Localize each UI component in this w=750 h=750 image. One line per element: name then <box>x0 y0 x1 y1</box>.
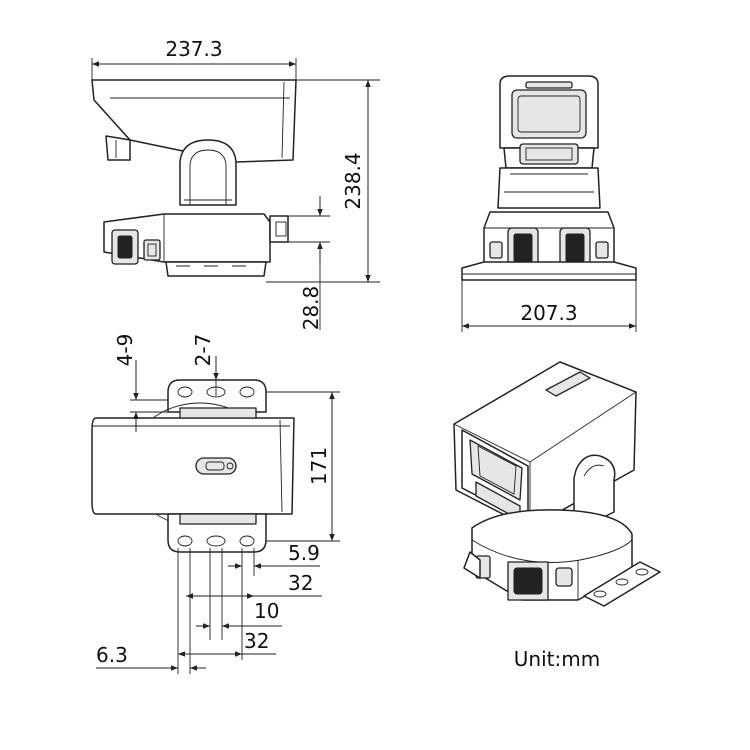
dim-slot-offset-b: 2-7 <box>191 334 215 367</box>
dim-spacing-a: 32 <box>288 571 313 595</box>
dim-height: 238.4 <box>341 152 365 209</box>
top-view: 4-9 2-7 171 5.9 32 10 32 <box>91 334 340 674</box>
dim-spacing-b: 10 <box>254 599 279 623</box>
isometric-view <box>453 361 661 607</box>
dim-spacing-c: 32 <box>244 629 269 653</box>
dim-base-height: 28.8 <box>299 286 323 331</box>
dim-top-width: 237.3 <box>165 37 222 61</box>
dim-base-depth: 171 <box>307 447 331 485</box>
dim-slot-offset-a: 4-9 <box>113 334 137 367</box>
side-view: 237.3 238.4 28.8 <box>91 37 380 331</box>
dim-hole-b: 6.3 <box>96 643 128 667</box>
unit-label: Unit:mm <box>514 647 600 671</box>
dim-front-width: 207.3 <box>520 301 577 325</box>
front-view: 207.3 <box>461 75 637 332</box>
dim-hole-a: 5.9 <box>288 541 320 565</box>
